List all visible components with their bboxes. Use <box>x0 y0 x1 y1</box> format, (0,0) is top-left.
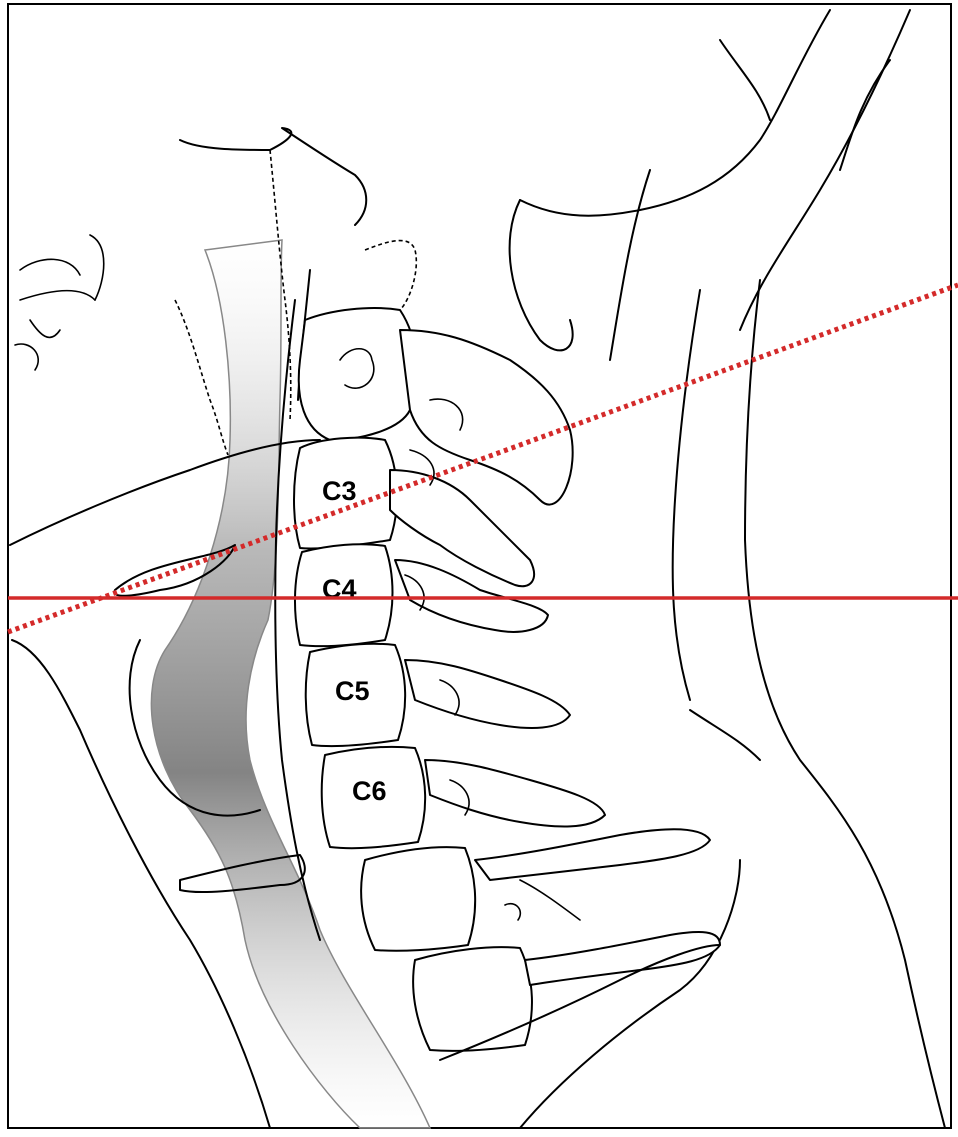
label-c6: C6 <box>352 776 387 806</box>
soft-tissue-dashed-3 <box>365 241 416 310</box>
soft-tissue-dashed-1 <box>175 300 228 455</box>
label-c5: C5 <box>335 676 370 706</box>
vertebra-c7 <box>361 829 710 951</box>
label-c3: C3 <box>322 476 357 506</box>
dotted-reference-line <box>8 285 958 632</box>
